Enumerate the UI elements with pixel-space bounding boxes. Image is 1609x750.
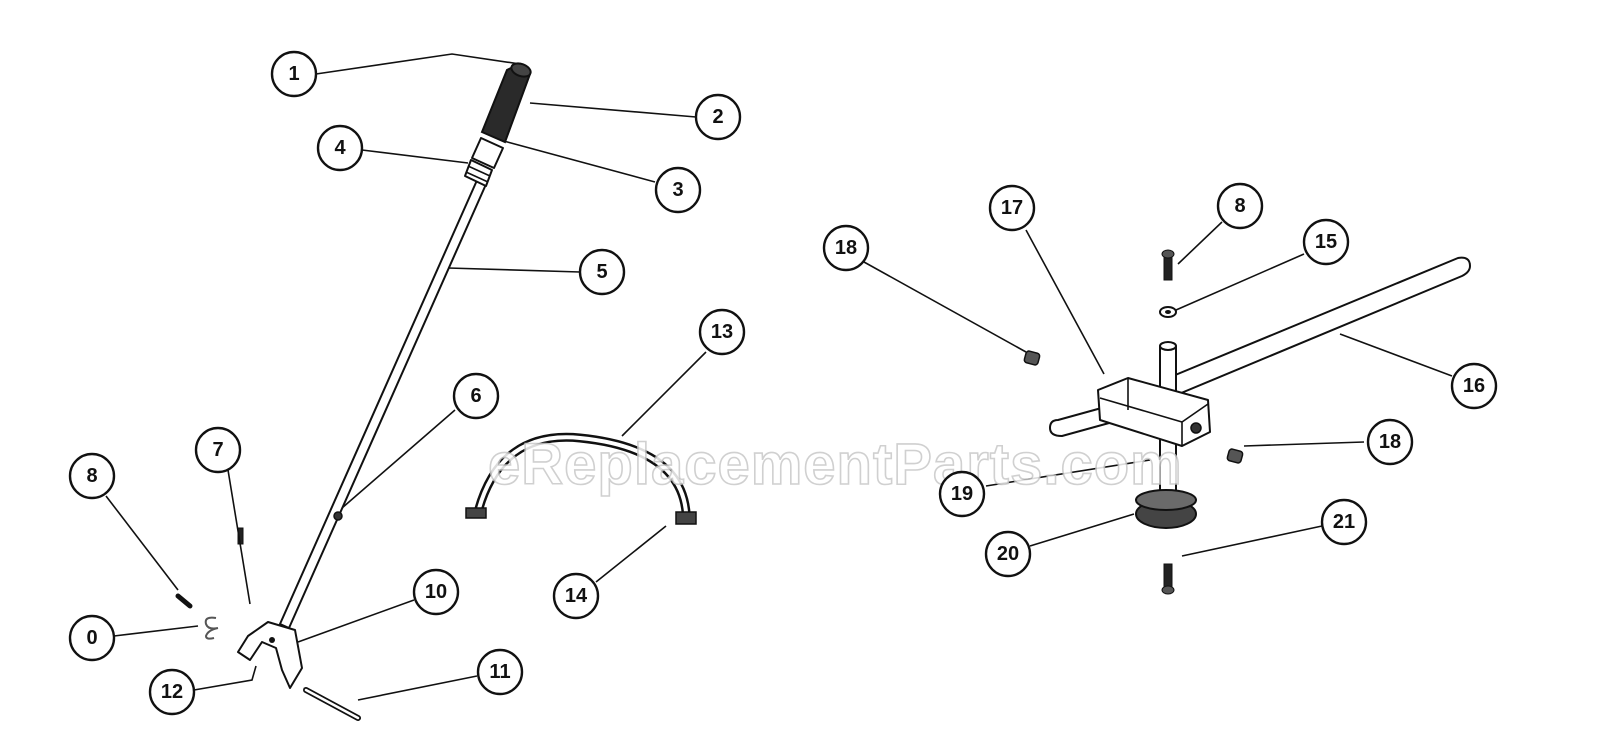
callout-18-left: 18 — [822, 224, 870, 272]
callout-0: 0 — [68, 614, 116, 662]
svg-text:15: 15 — [1315, 231, 1337, 253]
callout-5: 5 — [578, 248, 626, 296]
spring-assembly — [465, 432, 697, 525]
yoke-part — [237, 621, 303, 689]
svg-text:13: 13 — [711, 321, 733, 343]
svg-text:2: 2 — [712, 106, 723, 128]
svg-text:12: 12 — [161, 681, 183, 703]
svg-text:18: 18 — [1379, 431, 1401, 453]
watermark-text: eReplacementParts.com — [488, 432, 1183, 497]
svg-text:5: 5 — [596, 261, 607, 283]
clip-part — [204, 616, 219, 640]
callout-21: 21 — [1320, 498, 1368, 546]
screw-8-part — [175, 593, 193, 609]
svg-text:3: 3 — [672, 179, 683, 201]
handle-assembly — [175, 62, 532, 721]
svg-text:10: 10 — [425, 581, 447, 603]
svg-text:4: 4 — [334, 137, 346, 159]
svg-text:18: 18 — [835, 237, 857, 259]
svg-text:19: 19 — [951, 483, 973, 505]
callout-18-right: 18 — [1366, 418, 1414, 466]
svg-text:7: 7 — [212, 439, 223, 461]
hoop-end-left-part — [465, 507, 487, 519]
callout-16: 16 — [1450, 362, 1498, 410]
collar-part — [464, 159, 493, 187]
rod-part — [1167, 256, 1471, 397]
set-screw-a-part — [1023, 350, 1041, 366]
svg-text:17: 17 — [1001, 197, 1023, 219]
callout-10: 10 — [412, 568, 460, 616]
svg-text:16: 16 — [1463, 375, 1485, 397]
grip-end-part — [510, 62, 532, 78]
callout-20: 20 — [984, 530, 1032, 578]
svg-text:8: 8 — [86, 465, 97, 487]
svg-text:8: 8 — [1234, 195, 1245, 217]
set-screw-b-part — [1226, 448, 1244, 464]
callout-4: 4 — [316, 124, 364, 172]
callout-19: 19 — [938, 470, 986, 518]
callout-3: 3 — [654, 166, 702, 214]
callout-8-left: 8 — [68, 452, 116, 500]
pin-part — [333, 511, 343, 521]
callout-8-right: 8 — [1216, 182, 1264, 230]
callout-1: 1 — [270, 50, 318, 98]
svg-text:6: 6 — [470, 385, 481, 407]
svg-text:1: 1 — [288, 63, 299, 85]
svg-text:21: 21 — [1333, 511, 1355, 533]
clamp-assembly — [1023, 249, 1471, 595]
svg-text:11: 11 — [489, 661, 510, 683]
callout-17: 17 — [988, 184, 1036, 232]
leader-lines — [105, 53, 1453, 701]
callout-11: 11 — [476, 648, 524, 696]
callout-7: 7 — [194, 426, 242, 474]
callout-6: 6 — [452, 372, 500, 420]
svg-text:20: 20 — [997, 543, 1019, 565]
svg-text:14: 14 — [565, 585, 588, 607]
callout-2: 2 — [694, 93, 742, 141]
callout-13: 13 — [698, 308, 746, 356]
callout-15: 15 — [1302, 218, 1350, 266]
ferrule-part — [471, 137, 504, 169]
callout-12: 12 — [148, 668, 196, 716]
callout-14: 14 — [552, 572, 600, 620]
hoop-end-right-part — [675, 511, 697, 525]
svg-text:0: 0 — [86, 627, 97, 649]
